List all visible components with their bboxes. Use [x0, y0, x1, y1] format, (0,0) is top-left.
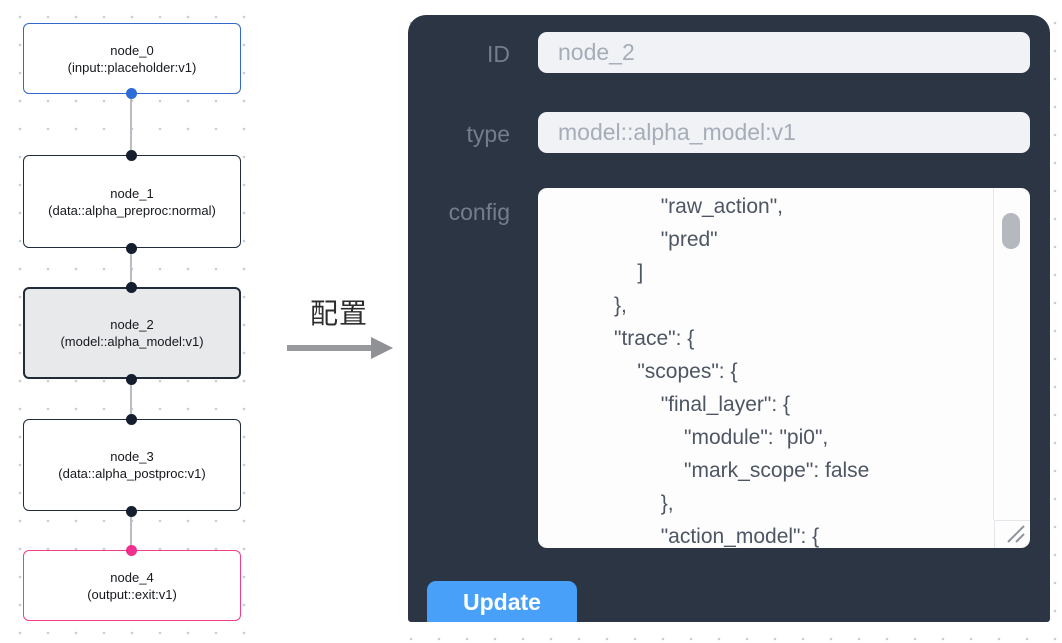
node-type-label: (output::exit:v1) [87, 586, 177, 602]
config-annotation: 配置 [283, 297, 395, 361]
graph-node-node0[interactable]: node_0 (input::placeholder:v1) [23, 23, 241, 94]
input-port-node2[interactable] [126, 282, 137, 293]
config-textarea[interactable]: "raw_action", "pred" ] }, "trace": { "sc… [538, 188, 1030, 548]
output-port-node0[interactable] [126, 88, 137, 99]
input-port-node1[interactable] [126, 150, 137, 161]
node-id-label: node_2 [110, 317, 154, 332]
output-port-node1[interactable] [126, 243, 137, 254]
resize-grip-icon [1007, 525, 1025, 543]
type-input[interactable] [538, 112, 1030, 153]
graph-node-node4[interactable]: node_4 (output::exit:v1) [23, 550, 241, 621]
output-port-node2[interactable] [126, 374, 137, 385]
input-port-node3[interactable] [126, 414, 137, 425]
config-json-text: "raw_action", "pred" ] }, "trace": { "sc… [614, 195, 870, 548]
node-type-label: (data::alpha_preproc:normal) [48, 202, 216, 218]
node-id-label: node_0 [110, 42, 154, 58]
textarea-resize-handle[interactable] [994, 520, 1030, 548]
id-field-label: ID [487, 41, 510, 67]
node-type-label: (model::alpha_model:v1) [60, 334, 204, 349]
config-field-label: config [448, 199, 510, 225]
right-arrow-icon [287, 337, 393, 359]
input-port-node4[interactable] [126, 545, 137, 556]
config-annotation-label: 配置 [309, 298, 368, 329]
node-type-label: (data::alpha_postproc:v1) [58, 466, 206, 481]
edge-node2-node3[interactable] [130, 379, 132, 419]
output-port-node3[interactable] [126, 506, 137, 517]
node-id-label: node_4 [110, 569, 154, 585]
config-scrollbar-thumb[interactable] [1002, 213, 1020, 249]
edge-node0-node1[interactable] [130, 94, 132, 155]
node-config-panel: ID type config "raw_action", "pred" ] },… [408, 15, 1050, 622]
config-scrollbar-track[interactable] [993, 188, 1030, 520]
update-button[interactable]: Update [427, 581, 577, 622]
graph-node-node1[interactable]: node_1 (data::alpha_preproc:normal) [23, 155, 241, 248]
edge-node3-node4[interactable] [130, 511, 132, 550]
graph-canvas[interactable]: node_0 (input::placeholder:v1) node_1 (d… [0, 0, 266, 643]
edge-node1-node2[interactable] [130, 248, 132, 287]
graph-node-node3[interactable]: node_3 (data::alpha_postproc:v1) [23, 419, 241, 511]
graph-node-node2-selected[interactable]: node_2 (model::alpha_model:v1) [23, 287, 241, 379]
id-input[interactable] [538, 32, 1030, 73]
type-field-label: type [466, 121, 510, 147]
node-id-label: node_1 [110, 185, 154, 201]
node-type-label: (input::placeholder:v1) [67, 59, 197, 75]
node-id-label: node_3 [110, 449, 154, 464]
